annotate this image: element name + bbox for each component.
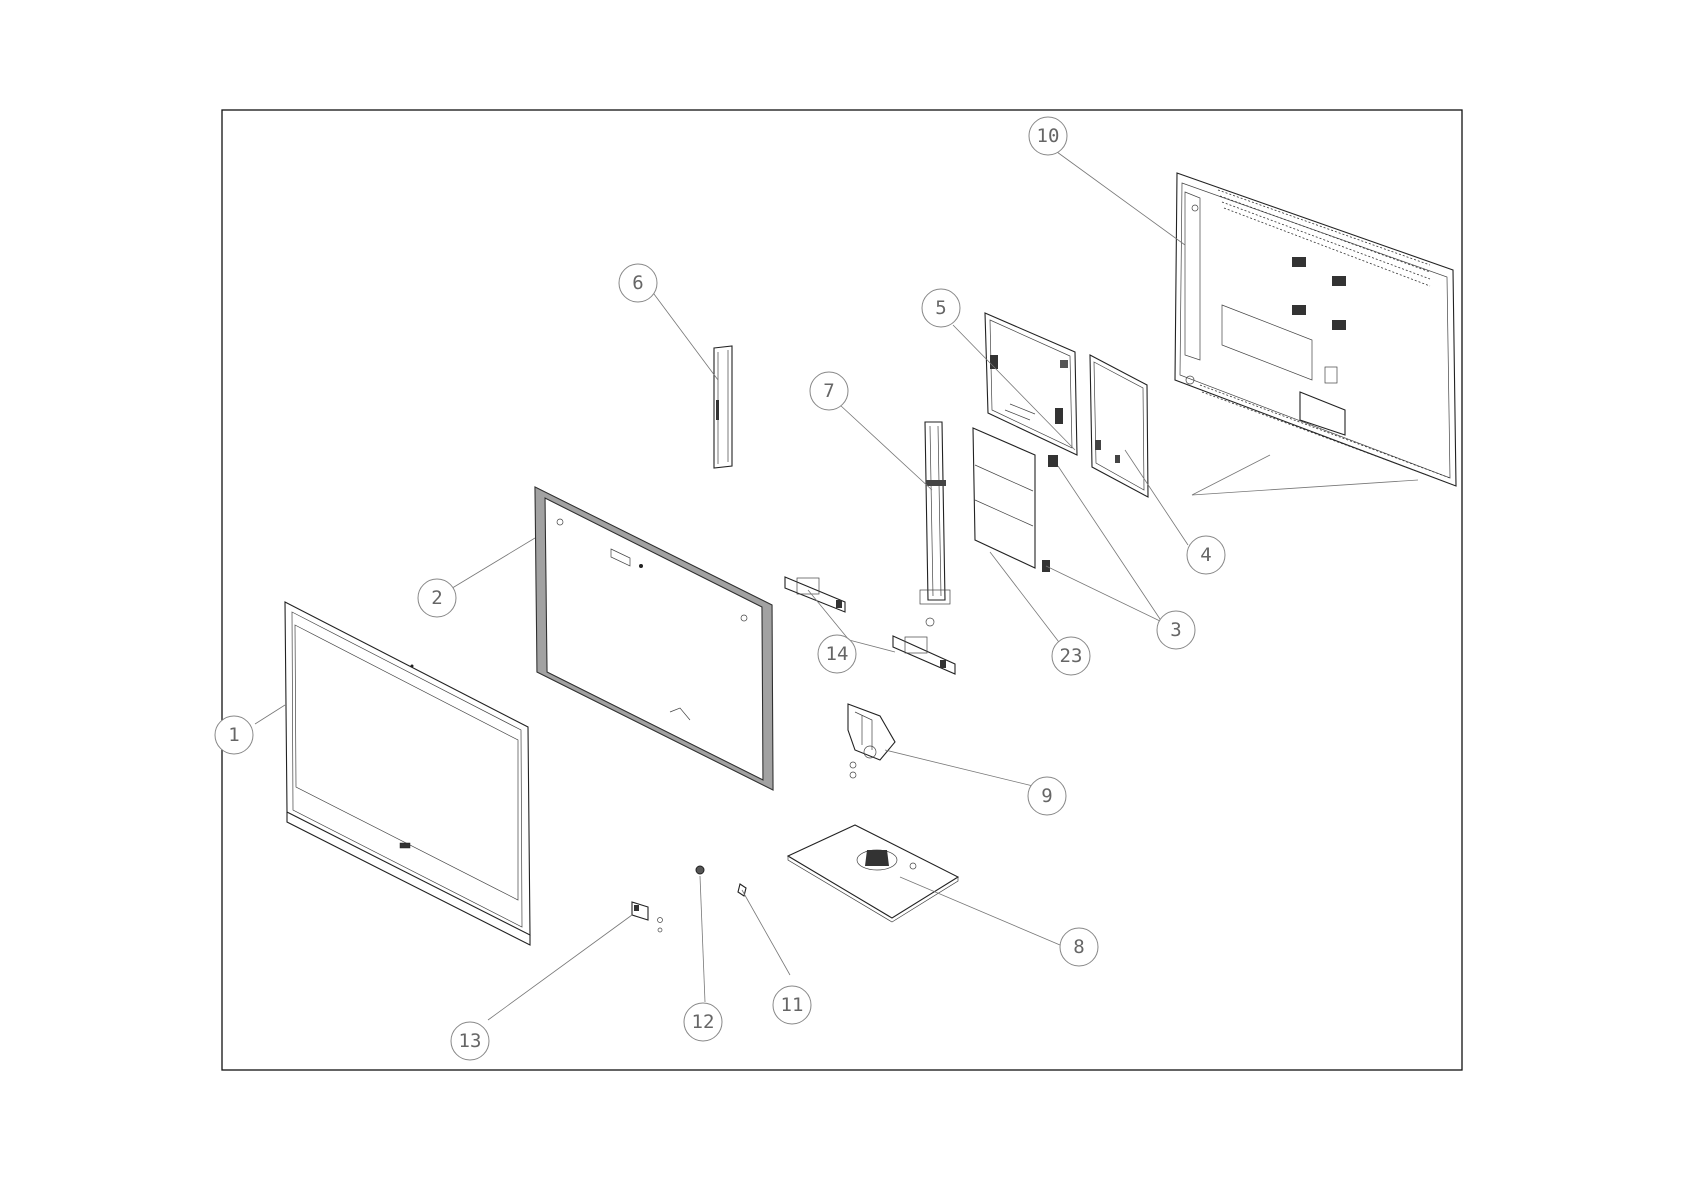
part-main-board [985, 313, 1077, 455]
balloon-12: 12 [684, 1003, 722, 1041]
balloon-1-label: 1 [228, 724, 239, 746]
part-base [788, 825, 958, 922]
balloon-9: 9 [1028, 777, 1066, 815]
part-middle-frame [535, 487, 773, 790]
balloon-14: 14 [818, 635, 856, 673]
balloon-10: 10 [1029, 117, 1067, 155]
balloon-4-label: 4 [1200, 544, 1211, 566]
part-power-board [1090, 355, 1148, 497]
balloon-5: 5 [922, 289, 960, 327]
balloon-14-label: 14 [826, 643, 849, 665]
balloon-3-label: 3 [1170, 619, 1181, 641]
balloon-23: 23 [1052, 637, 1090, 675]
part-speaker-lower [893, 636, 955, 674]
part-stand-bracket [920, 422, 950, 626]
balloon-8: 8 [1060, 928, 1098, 966]
balloon-1: 1 [215, 716, 253, 754]
balloon-12-label: 12 [692, 1011, 715, 1033]
balloon-11-label: 11 [781, 994, 804, 1016]
part-front-bezel [285, 602, 530, 945]
balloon-23-label: 23 [1060, 645, 1083, 667]
drawing-border [222, 110, 1462, 1070]
part-bracket-6 [714, 346, 732, 468]
balloon-13: 13 [451, 1022, 489, 1060]
part-13-buttons [632, 902, 663, 932]
balloon-7: 7 [810, 372, 848, 410]
balloon-10-label: 10 [1037, 125, 1060, 147]
balloon-6: 6 [619, 264, 657, 302]
part-hinge [848, 704, 895, 778]
balloon-9-label: 9 [1041, 785, 1052, 807]
balloon-4: 4 [1187, 536, 1225, 574]
part-shield-plate [973, 428, 1058, 572]
balloon-3: 3 [1157, 611, 1195, 649]
balloon-5-label: 5 [935, 297, 946, 319]
balloon-8-label: 8 [1073, 936, 1084, 958]
part-12-knob [696, 866, 704, 874]
balloon-11: 11 [773, 986, 811, 1024]
part-speaker-upper [785, 577, 845, 612]
balloon-2: 2 [418, 579, 456, 617]
part-back-cover [1175, 173, 1456, 486]
balloon-6-label: 6 [632, 272, 643, 294]
balloon-7-label: 7 [823, 380, 834, 402]
balloon-13-label: 13 [459, 1030, 482, 1052]
balloon-2-label: 2 [431, 587, 442, 609]
